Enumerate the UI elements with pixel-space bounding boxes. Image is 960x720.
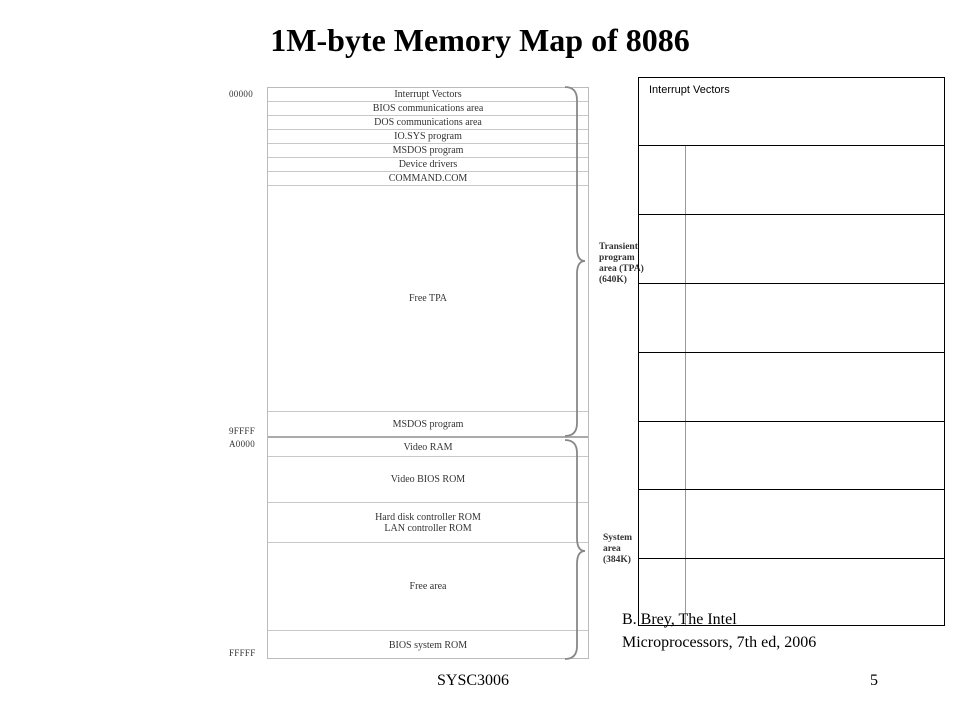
- slide-title: 1M-byte Memory Map of 8086: [270, 22, 690, 58]
- citation-line2: Microprocessors, 7th ed, 2006: [622, 634, 817, 651]
- region-bios-comm: BIOS communications area: [268, 102, 588, 116]
- region-video-bios: Video BIOS ROM: [268, 457, 588, 503]
- citation: B. Brey, The Intel Microprocessors, 7th …: [622, 608, 816, 654]
- table-row: Interrupt Vectors: [639, 78, 944, 146]
- region-lan-rom-label: LAN controller ROM: [384, 522, 472, 534]
- table-row: [639, 353, 944, 422]
- table-row: [639, 422, 944, 490]
- system-brace: [564, 439, 586, 660]
- footer-course: SYSC3006: [437, 672, 510, 689]
- region-hdd-rom-label: Hard disk controller ROM: [375, 511, 481, 523]
- address-00000: 00000: [229, 89, 253, 99]
- tpa-brace-label: Transient program area (TPA) (640K): [599, 242, 644, 286]
- region-video-ram: Video RAM: [268, 439, 588, 457]
- tpa-label-line4: (640K): [599, 275, 627, 285]
- system-label-line1: System: [603, 533, 633, 543]
- memory-column: Interrupt Vectors BIOS communications ar…: [267, 87, 589, 659]
- region-free-area: Free area: [268, 543, 588, 631]
- table-row: [639, 490, 944, 559]
- memory-map-figure: 00000 9FFFF A0000 FFFFF Interrupt Vector…: [221, 78, 683, 668]
- tpa-label-line2: program: [599, 253, 635, 263]
- region-free-tpa: Free TPA: [268, 186, 588, 412]
- region-controller-roms: Hard disk controller ROM LAN controller …: [268, 503, 588, 543]
- system-label-line3: (384K): [603, 555, 631, 565]
- braces-svg: [564, 86, 586, 660]
- address-9ffff: 9FFFF: [229, 426, 256, 436]
- overlay-table: Interrupt Vectors: [638, 77, 945, 626]
- table-row: [639, 146, 944, 215]
- tpa-label-line1: Transient: [599, 242, 638, 252]
- region-device-drivers: Device drivers: [268, 158, 588, 172]
- region-io-sys: IO.SYS program: [268, 130, 588, 144]
- region-msdos-high: MSDOS program: [268, 412, 588, 438]
- system-label-line2: area: [603, 544, 621, 554]
- table-row-label: Interrupt Vectors: [649, 84, 730, 96]
- system-brace-label: System area (384K): [603, 533, 632, 566]
- address-a0000: A0000: [229, 439, 255, 449]
- region-msdos-low: MSDOS program: [268, 144, 588, 158]
- tpa-label-line3: area (TPA): [599, 264, 644, 274]
- table-row: [639, 284, 944, 353]
- tpa-brace: [564, 86, 586, 437]
- region-dos-comm: DOS communications area: [268, 116, 588, 130]
- region-interrupt-vectors: Interrupt Vectors: [268, 88, 588, 102]
- citation-line1: B. Brey, The Intel: [622, 611, 737, 628]
- region-bios-system-rom: BIOS system ROM: [388, 640, 468, 651]
- address-fffff: FFFFF: [229, 648, 256, 658]
- region-command-com: COMMAND.COM: [268, 172, 588, 186]
- table-column-divider: [685, 78, 686, 625]
- table-row: [639, 215, 944, 284]
- footer-page-number: 5: [870, 672, 878, 689]
